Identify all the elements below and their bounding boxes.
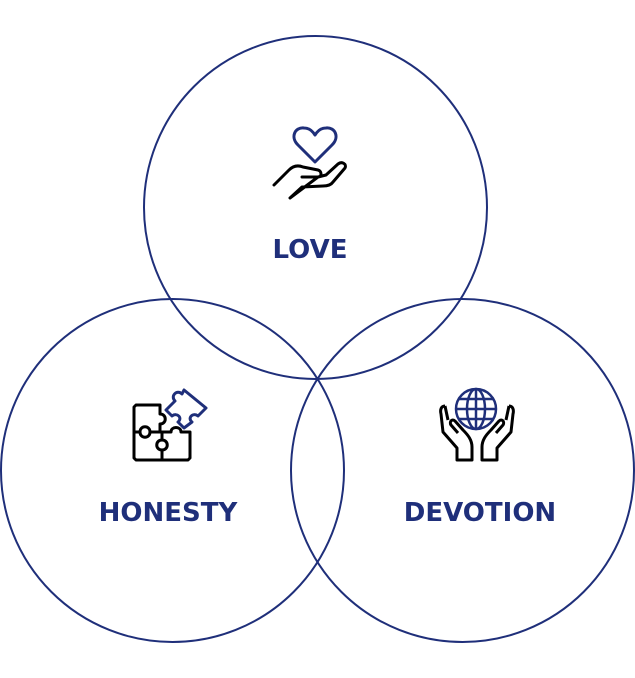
love-circle bbox=[143, 35, 488, 380]
hands-holding-globe-icon bbox=[439, 387, 515, 462]
devotion-label: DEVOTION bbox=[404, 498, 556, 528]
devotion-circle bbox=[290, 298, 635, 643]
love-label: LOVE bbox=[273, 235, 348, 265]
honesty-label: HONESTY bbox=[99, 498, 239, 528]
heart-in-hand-icon bbox=[272, 126, 347, 200]
puzzle-pieces-icon bbox=[132, 388, 208, 462]
honesty-circle bbox=[0, 298, 345, 643]
